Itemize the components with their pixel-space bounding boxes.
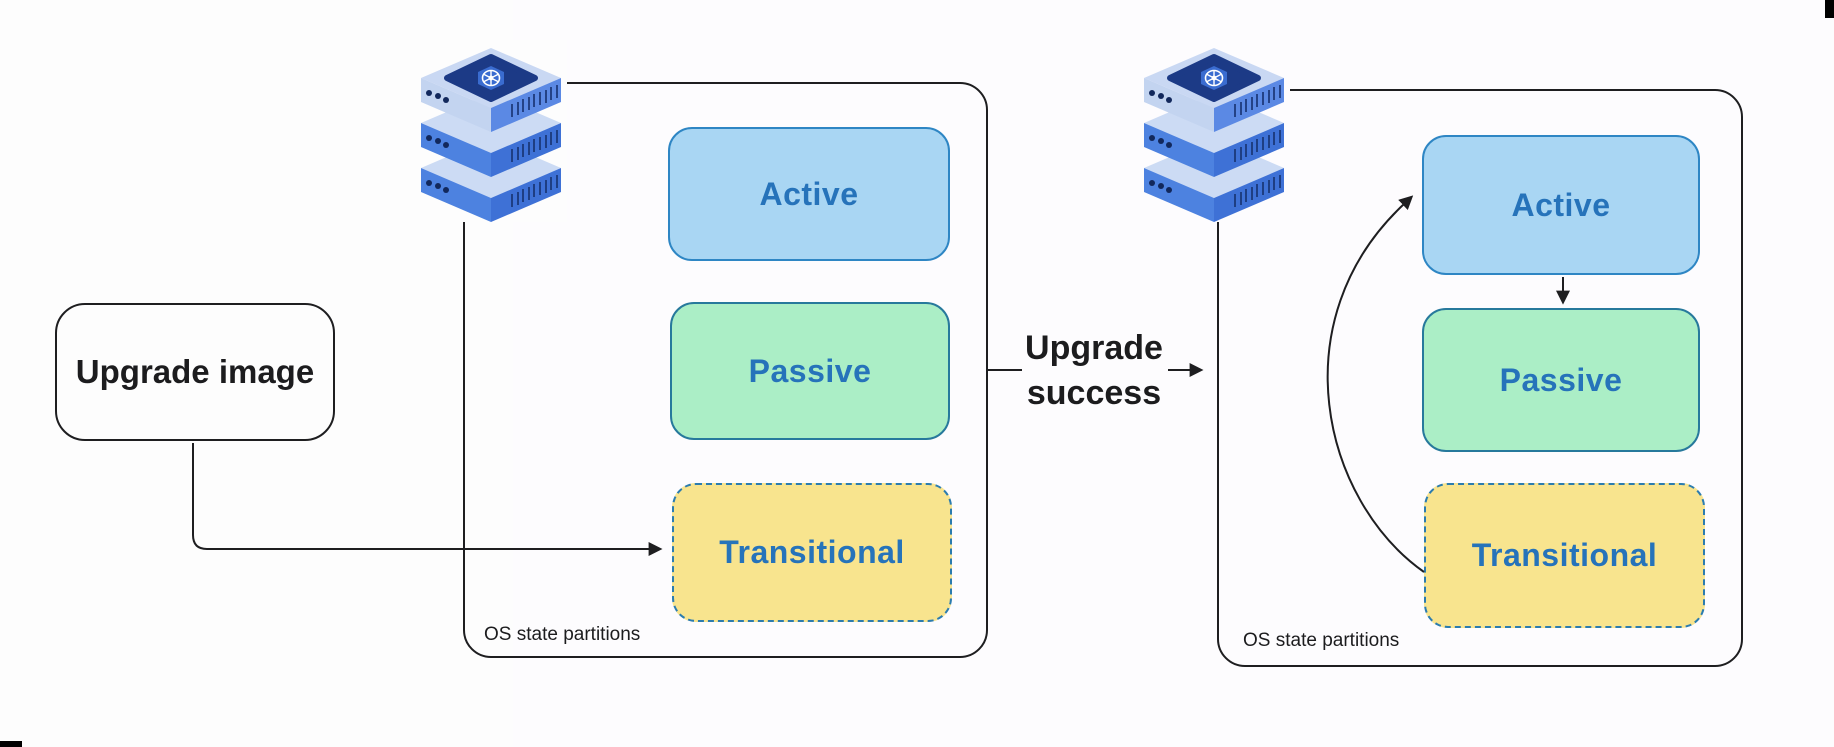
screen-edge-artifact-bottom-left (0, 741, 22, 747)
upgrade-success-label: Upgrade success (984, 326, 1204, 416)
partition-label: Passive (1499, 361, 1623, 398)
left-os-state-partitions-container (463, 82, 988, 658)
left-active-partition: Active (668, 127, 950, 261)
kubernetes-server-stack-icon (1144, 48, 1284, 222)
upgrade-image-box: Upgrade image (55, 303, 335, 441)
screen-edge-artifact-top-right (1825, 0, 1834, 18)
left-container-footer-label: OS state partitions (484, 624, 641, 645)
left-cluster-server (415, 40, 567, 222)
partition-label: Active (1511, 186, 1611, 223)
right-active-partition: Active (1422, 135, 1700, 275)
right-container-footer-label: OS state partitions (1243, 630, 1400, 651)
partition-label: Transitional (1471, 537, 1658, 573)
left-passive-partition: Passive (670, 302, 950, 440)
right-os-state-partitions-container (1217, 89, 1743, 667)
partition-label: Transitional (719, 534, 905, 570)
right-passive-partition: Passive (1422, 308, 1700, 452)
right-cluster-server (1138, 40, 1290, 222)
upgrade-success-line2: success (1026, 374, 1162, 412)
right-transitional-partition: Transitional (1424, 483, 1705, 628)
upgrade-image-label: Upgrade image (75, 353, 315, 390)
kubernetes-server-stack-icon (421, 48, 561, 222)
partition-label: Active (759, 175, 859, 212)
left-transitional-partition: Transitional (672, 483, 952, 622)
upgrade-success-line1: Upgrade (1025, 329, 1163, 367)
partition-label: Passive (748, 352, 872, 389)
